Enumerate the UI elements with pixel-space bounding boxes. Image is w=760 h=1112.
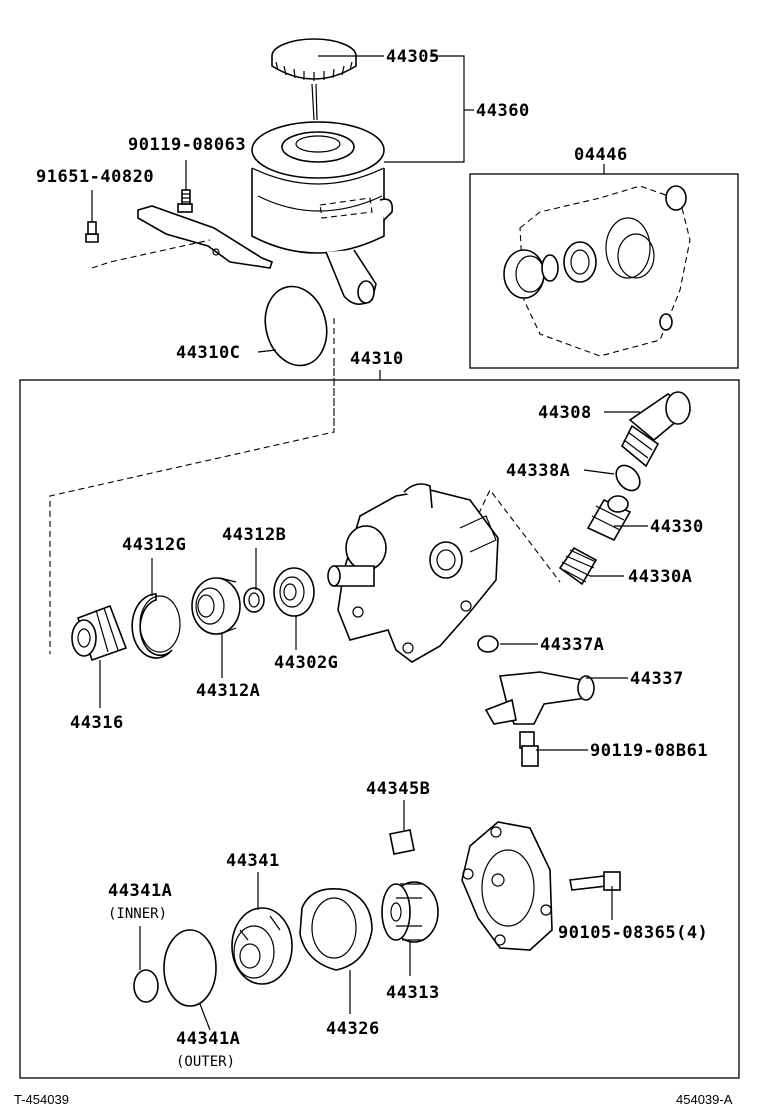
oring-44341A-outer bbox=[163, 929, 217, 1007]
bolt-91651-40820 bbox=[85, 214, 99, 243]
label-44313: 44313 bbox=[386, 983, 440, 1003]
footer-left-code: T-454039 bbox=[14, 1092, 69, 1107]
end-plate bbox=[461, 821, 553, 951]
reservoir-cap-44305 bbox=[271, 38, 357, 121]
note-outer: (OUTER) bbox=[176, 1054, 235, 1070]
bolt-90119-08063 bbox=[177, 189, 193, 213]
label-44326: 44326 bbox=[326, 1019, 380, 1039]
label-44312B: 44312B bbox=[222, 525, 286, 545]
union-44337 bbox=[484, 671, 595, 725]
bolt-90105-08365 bbox=[569, 871, 621, 891]
pump-housing bbox=[327, 483, 499, 663]
label-90119-08B61: 90119-08B61 bbox=[590, 741, 708, 761]
reservoir-bracket bbox=[91, 205, 273, 269]
label-44360: 44360 bbox=[476, 101, 530, 121]
label-90105-08365: 90105-08365(4) bbox=[558, 923, 708, 943]
oring-44338A bbox=[615, 464, 641, 492]
label-44302G: 44302G bbox=[274, 653, 338, 673]
label-44337: 44337 bbox=[630, 669, 684, 689]
label-44308: 44308 bbox=[538, 403, 592, 423]
label-44305: 44305 bbox=[386, 47, 440, 67]
label-90119-08063: 90119-08063 bbox=[128, 135, 246, 155]
rotor-44313 bbox=[381, 881, 439, 943]
label-44312G: 44312G bbox=[122, 535, 186, 555]
footer-right-code: 454039-A bbox=[676, 1092, 733, 1107]
label-44345B: 44345B bbox=[366, 779, 430, 799]
label-44310: 44310 bbox=[350, 349, 404, 369]
label-44337A: 44337A bbox=[540, 635, 604, 655]
cam-ring-44326 bbox=[299, 888, 373, 971]
connector-44308 bbox=[621, 391, 692, 468]
bearing-44312A bbox=[191, 577, 241, 635]
note-inner: (INNER) bbox=[108, 906, 167, 922]
oring-44337A bbox=[477, 635, 499, 653]
label-44341: 44341 bbox=[226, 851, 280, 871]
ring-44312G bbox=[131, 593, 181, 659]
key-44345B bbox=[389, 829, 415, 855]
reservoir-body-44360 bbox=[251, 121, 394, 305]
label-44341A-inner: 44341A bbox=[108, 881, 172, 901]
label-44330A: 44330A bbox=[628, 567, 692, 587]
bolt-90119-08B61 bbox=[519, 731, 539, 767]
dashed-assembly-line bbox=[49, 318, 335, 654]
label-44316: 44316 bbox=[70, 713, 124, 733]
seal-44302G bbox=[273, 567, 315, 617]
gasket-kit-04446 bbox=[469, 173, 739, 369]
leader-lines bbox=[91, 55, 648, 1031]
label-91651-40820: 91651-40820 bbox=[36, 167, 154, 187]
oring-44310C bbox=[264, 285, 328, 367]
spring-44330A bbox=[558, 546, 598, 586]
label-44330: 44330 bbox=[650, 517, 704, 537]
pulley-44316 bbox=[71, 604, 128, 662]
label-44341A-outer: 44341A bbox=[176, 1029, 240, 1049]
label-44338A: 44338A bbox=[506, 461, 570, 481]
ring-44312B bbox=[243, 587, 265, 613]
oring-44341A-inner bbox=[133, 969, 159, 1003]
label-04446: 04446 bbox=[574, 145, 628, 165]
label-44310C: 44310C bbox=[176, 343, 240, 363]
plate-44341 bbox=[231, 907, 293, 985]
valve-44330 bbox=[586, 495, 632, 542]
label-44312A: 44312A bbox=[196, 681, 260, 701]
